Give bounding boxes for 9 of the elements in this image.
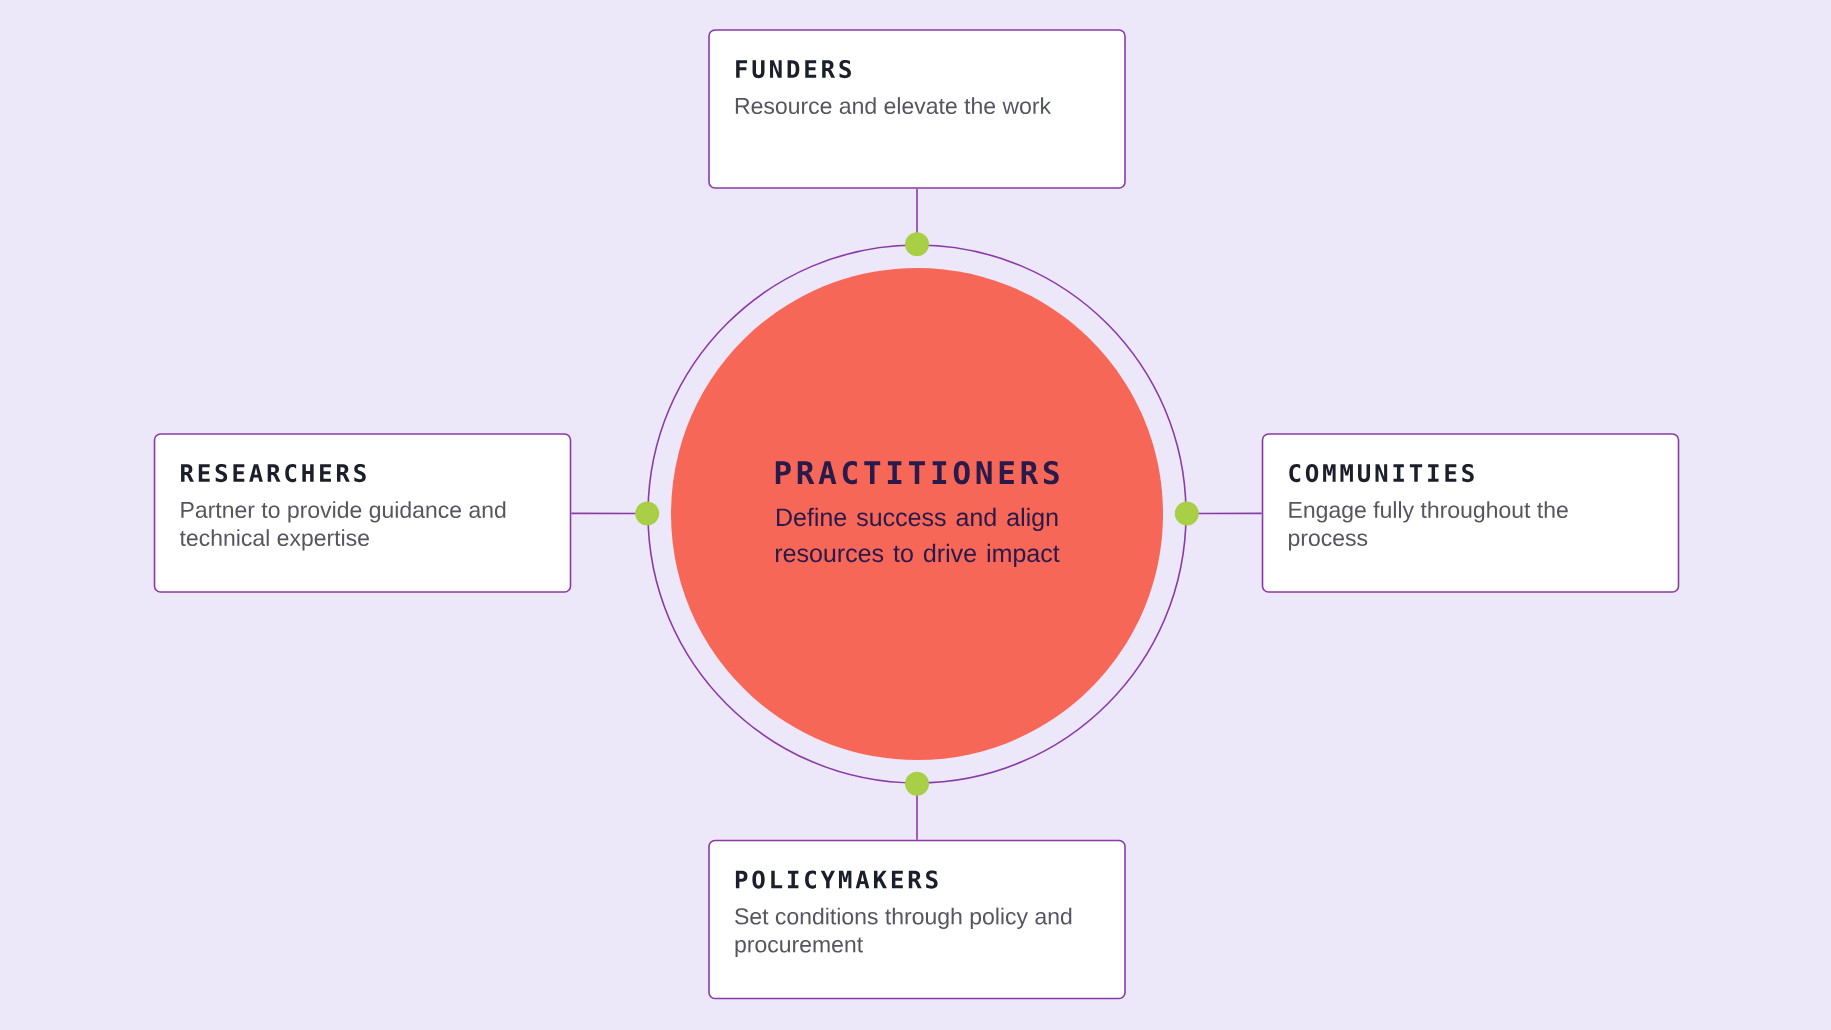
role-box: FUNDERS Resource and elevate the work xyxy=(708,29,1126,189)
ring-circle xyxy=(647,244,1187,784)
role-box: POLICYMAKERS Set conditions through policy and procurement xyxy=(708,839,1126,1000)
connector xyxy=(905,188,929,257)
connector xyxy=(905,771,929,841)
connector xyxy=(570,501,660,526)
role-box: COMMUNITIES Engage fully throughout the process xyxy=(1261,433,1680,593)
role-box: RESEARCHERS Partner to provide guidance and technical expertise xyxy=(153,433,572,593)
connector xyxy=(1174,501,1263,526)
